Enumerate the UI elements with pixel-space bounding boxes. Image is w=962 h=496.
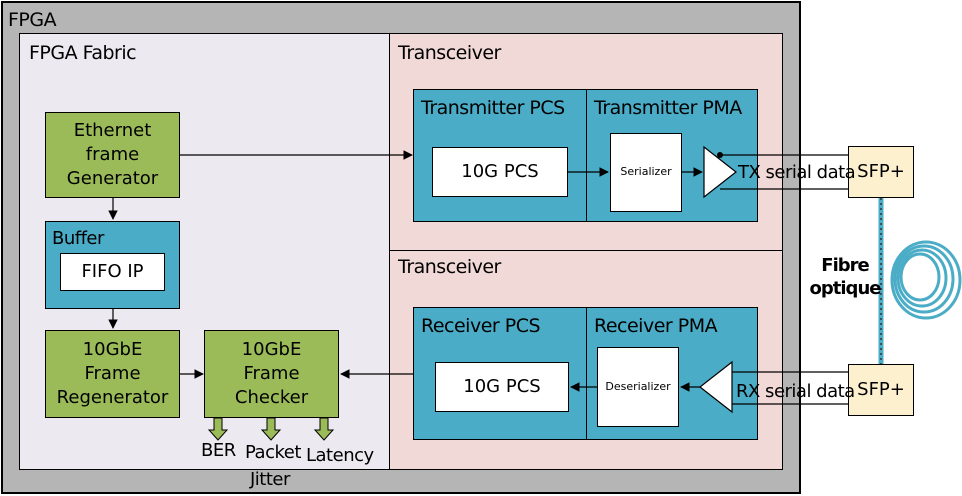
tx-10g-pcs-label: 10G PCS [461,161,539,183]
frame-regenerator-label: 10GbE Frame Regenerator [56,339,169,408]
rx-transceiver-title: Transceiver [398,256,501,278]
ber-output-arrow [207,417,229,441]
rx-pcs-title: Receiver PCS [421,315,541,337]
tx-driver-triangle [703,145,737,199]
tx-10g-pcs-block: 10G PCS [432,147,568,197]
tx-sfp-module: SFP+ [848,146,914,198]
tx-serial-data-label: TX serial data [738,162,856,183]
fibre-optique-text: Fibre optique [809,255,882,300]
latency-output-arrow [313,417,335,441]
tx-sfp-label: SFP+ [857,161,905,183]
tx-node-dot [717,152,723,158]
tx-pcs-title: Transmitter PCS [421,97,565,119]
frame-checker: 10GbE Frame Checker [204,330,339,418]
serializer-block: Serializer [610,133,682,212]
serializer-label: Serializer [620,165,672,179]
rx-sfp-module: SFP+ [848,364,914,416]
ethernet-frame-generator: Ethernet frame Generator [45,112,180,198]
ethernet-frame-generator-label: Ethernet frame Generator [66,120,159,189]
packet-output-arrow [260,417,282,441]
fpga-title: FPGA [8,9,57,31]
packet-output-label: Packet [245,442,301,463]
deserializer-label: Deserializer [605,379,671,393]
fibre-optique-label: Fibre optique [806,254,884,301]
latency-output-label: Latency [306,445,374,466]
fibre-coil-icon [890,240,962,320]
frame-regenerator: 10GbE Frame Regenerator [45,330,180,418]
rx-receiver-triangle [699,360,733,414]
fifo-ip-block: FIFO IP [60,253,165,291]
rx-pma-title: Receiver PMA [594,315,718,337]
ber-output-label: BER [201,440,236,461]
fifo-ip-label: FIFO IP [81,261,144,283]
rx-sfp-label: SFP+ [857,379,905,401]
rx-10g-pcs-label: 10G PCS [463,376,541,398]
tx-pma-title: Transmitter PMA [594,97,742,119]
buffer-title: Buffer [52,228,104,249]
fabric-title: FPGA Fabric [29,42,137,64]
tx-transceiver-title: Transceiver [398,42,501,64]
rx-serial-data-label: RX serial data [736,381,855,402]
rx-10g-pcs-block: 10G PCS [435,362,569,412]
jitter-output-label: Jitter [250,469,290,490]
deserializer-block: Deserializer [597,347,679,427]
frame-checker-label: 10GbE Frame Checker [234,339,309,408]
